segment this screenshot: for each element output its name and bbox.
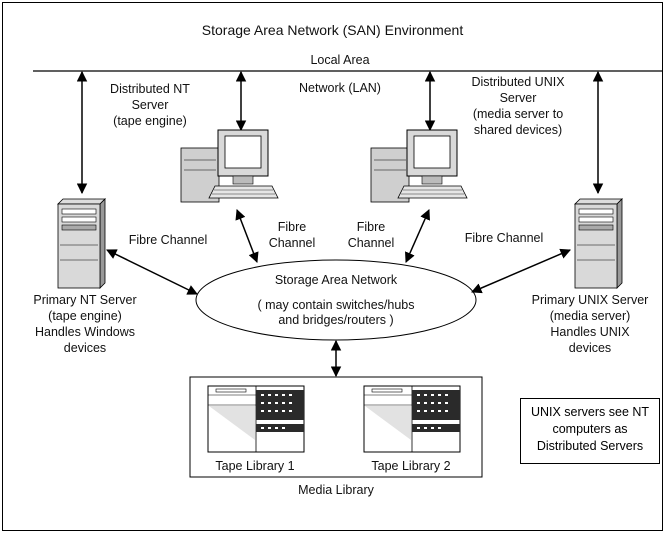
primary-unix-server-icon: [574, 198, 623, 289]
tape-library-2-icon: [363, 385, 461, 453]
san-title: Storage Area Network: [274, 273, 398, 287]
note-line-2: computers as: [552, 422, 628, 436]
fibre-channel-right-label: Fibre Channel: [464, 231, 544, 245]
distributed-unix-workstation-icon: [370, 129, 468, 203]
fibre-channel-mid-right-label: Fibre Channel: [347, 220, 395, 250]
fibre-channel-mid-left-label: Fibre Channel: [268, 220, 316, 250]
primary-nt-label: Primary NT Server (tape engine) Handles …: [33, 293, 137, 355]
fibre-link-primary-nt: [106, 249, 198, 295]
diagram-title: Storage Area Network (SAN) Environment: [201, 22, 464, 38]
san-line-2: and bridges/routers ): [278, 313, 394, 327]
primary-unix-label: Primary UNIX Server (media server) Handl…: [531, 293, 649, 355]
fibre-channel-left-label: Fibre Channel: [128, 233, 208, 247]
lan-label-top: Local Area: [310, 53, 370, 67]
media-library-label: Media Library: [298, 483, 374, 497]
primary-nt-server-icon: [57, 198, 106, 289]
fibre-link-distributed-nt: [235, 209, 259, 263]
distributed-nt-label: Distributed NT Server (tape engine): [110, 82, 190, 128]
note-line-3: Distributed Servers: [536, 439, 644, 453]
tape-library-1-icon: [207, 385, 305, 453]
fibre-link-primary-unix: [471, 248, 571, 294]
tape-library-1-label: Tape Library 1: [215, 459, 295, 473]
san-line-1: ( may contain switches/hubs: [257, 298, 415, 312]
note-box: UNIX servers see NT computers as Distrib…: [520, 398, 660, 464]
fibre-link-distributed-unix: [405, 209, 430, 263]
lan-label-bottom: Network (LAN): [299, 81, 381, 95]
distributed-unix-label: Distributed UNIX Server (media server to…: [471, 75, 565, 137]
distributed-nt-workstation-icon: [180, 129, 279, 203]
note-line-1: UNIX servers see NT: [530, 405, 650, 419]
tape-library-2-label: Tape Library 2: [371, 459, 451, 473]
